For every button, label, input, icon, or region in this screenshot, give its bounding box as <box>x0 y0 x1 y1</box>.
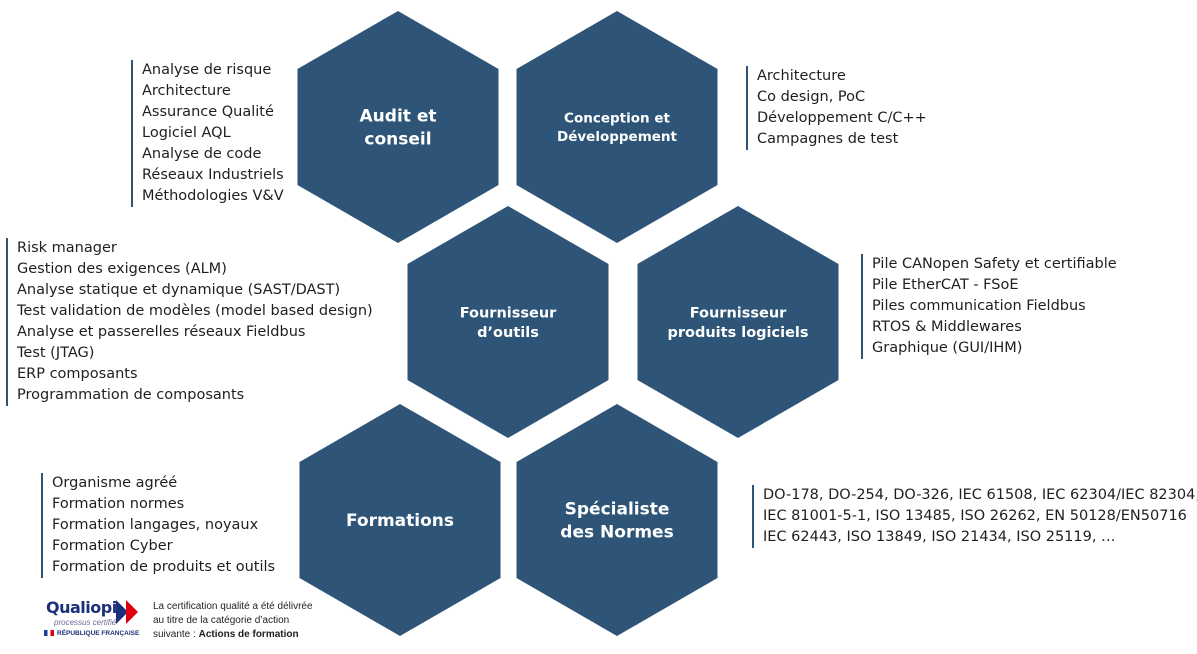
qualiopi-statement: La certification qualité a été délivrée … <box>153 601 313 640</box>
list-item: Assurance Qualité <box>142 104 274 120</box>
list-item: Analyse de code <box>142 146 262 162</box>
hexagon-formations: Formations <box>299 404 501 636</box>
hexagon-shape <box>516 11 718 243</box>
hexagon-title: Fournisseur <box>690 305 787 321</box>
hexagon-title: produits logiciels <box>667 325 808 341</box>
list-item: IEC 62443, ISO 13849, ISO 21434, ISO 251… <box>763 529 1116 545</box>
list-item: Organisme agréé <box>52 475 178 491</box>
list-item: Pile EtherCAT - FSoE <box>872 277 1019 293</box>
list-item: Risk manager <box>17 240 117 256</box>
normes-list: DO-178, DO-254, DO-326, IEC 61508, IEC 6… <box>752 485 1197 548</box>
list-item: Gestion des exigences (ALM) <box>17 261 227 277</box>
hexagon-title: d’outils <box>477 325 539 341</box>
hexagon-shape <box>637 206 839 438</box>
hexagon-title: Conception et <box>564 111 670 127</box>
hexagon-title: Formations <box>346 511 454 531</box>
list-item: IEC 81001-5-1, ISO 13485, ISO 26262, EN … <box>763 508 1187 524</box>
list-item: Co design, PoC <box>757 89 866 105</box>
qualiopi-brand: Qualiopi <box>46 598 117 617</box>
list-item: Test (JTAG) <box>17 345 95 361</box>
list-item: Analyse et passerelles réseaux Fieldbus <box>17 324 306 340</box>
hexagon-shape <box>516 404 718 636</box>
list-item: Méthodologies V&V <box>142 188 284 204</box>
hexagon-title: Audit et <box>360 107 437 127</box>
list-item: Test validation de modèles (model based … <box>17 303 373 319</box>
conception-list: Architecture Co design, PoC Développement … <box>746 66 927 150</box>
list-item: RTOS & Middlewares <box>872 319 1022 335</box>
list-item: Formation Cyber <box>52 538 173 554</box>
qualiopi-subtitle: processus certifié <box>54 618 117 627</box>
hexagon-shape <box>297 11 499 243</box>
list-item: Architecture <box>142 83 231 99</box>
french-flag-icon <box>44 630 54 637</box>
hexagon-conception: Conception et Développement <box>516 11 718 243</box>
list-item: Analyse statique et dynamique (SAST/DAST… <box>17 282 341 298</box>
list-item: Formation de produits et outils <box>52 559 276 575</box>
list-item: Réseaux Industriels <box>142 167 284 183</box>
list-item: Logiciel AQL <box>142 125 231 141</box>
list-item: Campagnes de test <box>757 131 899 147</box>
hexagon-title: Développement <box>557 129 678 145</box>
list-item: DO-178, DO-254, DO-326, IEC 61508, IEC 6… <box>763 487 1197 503</box>
list-item: Graphique (GUI/IHM) <box>872 340 1023 356</box>
hexagon-outils: Fournisseur d’outils <box>407 206 609 438</box>
list-item: Analyse de risque <box>142 62 272 78</box>
qualiopi-arrows-icon <box>116 600 138 624</box>
list-item: Piles communication Fieldbus <box>872 298 1086 314</box>
hexagon-title: Fournisseur <box>460 305 557 321</box>
list-item: Formation langages, noyaux <box>52 517 259 533</box>
republique-francaise: RÉPUBLIQUE FRANÇAISE <box>44 630 139 637</box>
hexagon-logiciels: Fournisseur produits logiciels <box>637 206 839 438</box>
hexagon-shape <box>299 404 501 636</box>
list-item: Formation normes <box>52 496 185 512</box>
list-item: ERP composants <box>17 366 138 382</box>
qualiopi-logo: Qualiopi processus certifié RÉPUBLIQUE F… <box>44 598 144 646</box>
qualiopi-certification: Qualiopi processus certifié RÉPUBLIQUE F… <box>44 598 344 648</box>
list-item: Architecture <box>757 68 846 84</box>
list-item: Pile CANopen Safety et certifiable <box>872 256 1117 272</box>
hexagon-title: des Normes <box>560 522 673 542</box>
hexagon-shape <box>407 206 609 438</box>
list-item: Programmation de composants <box>17 387 245 403</box>
list-item: Développement C/C++ <box>757 110 927 126</box>
hexagon-title: conseil <box>364 129 431 149</box>
hexagon-title: Spécialiste <box>565 500 670 520</box>
